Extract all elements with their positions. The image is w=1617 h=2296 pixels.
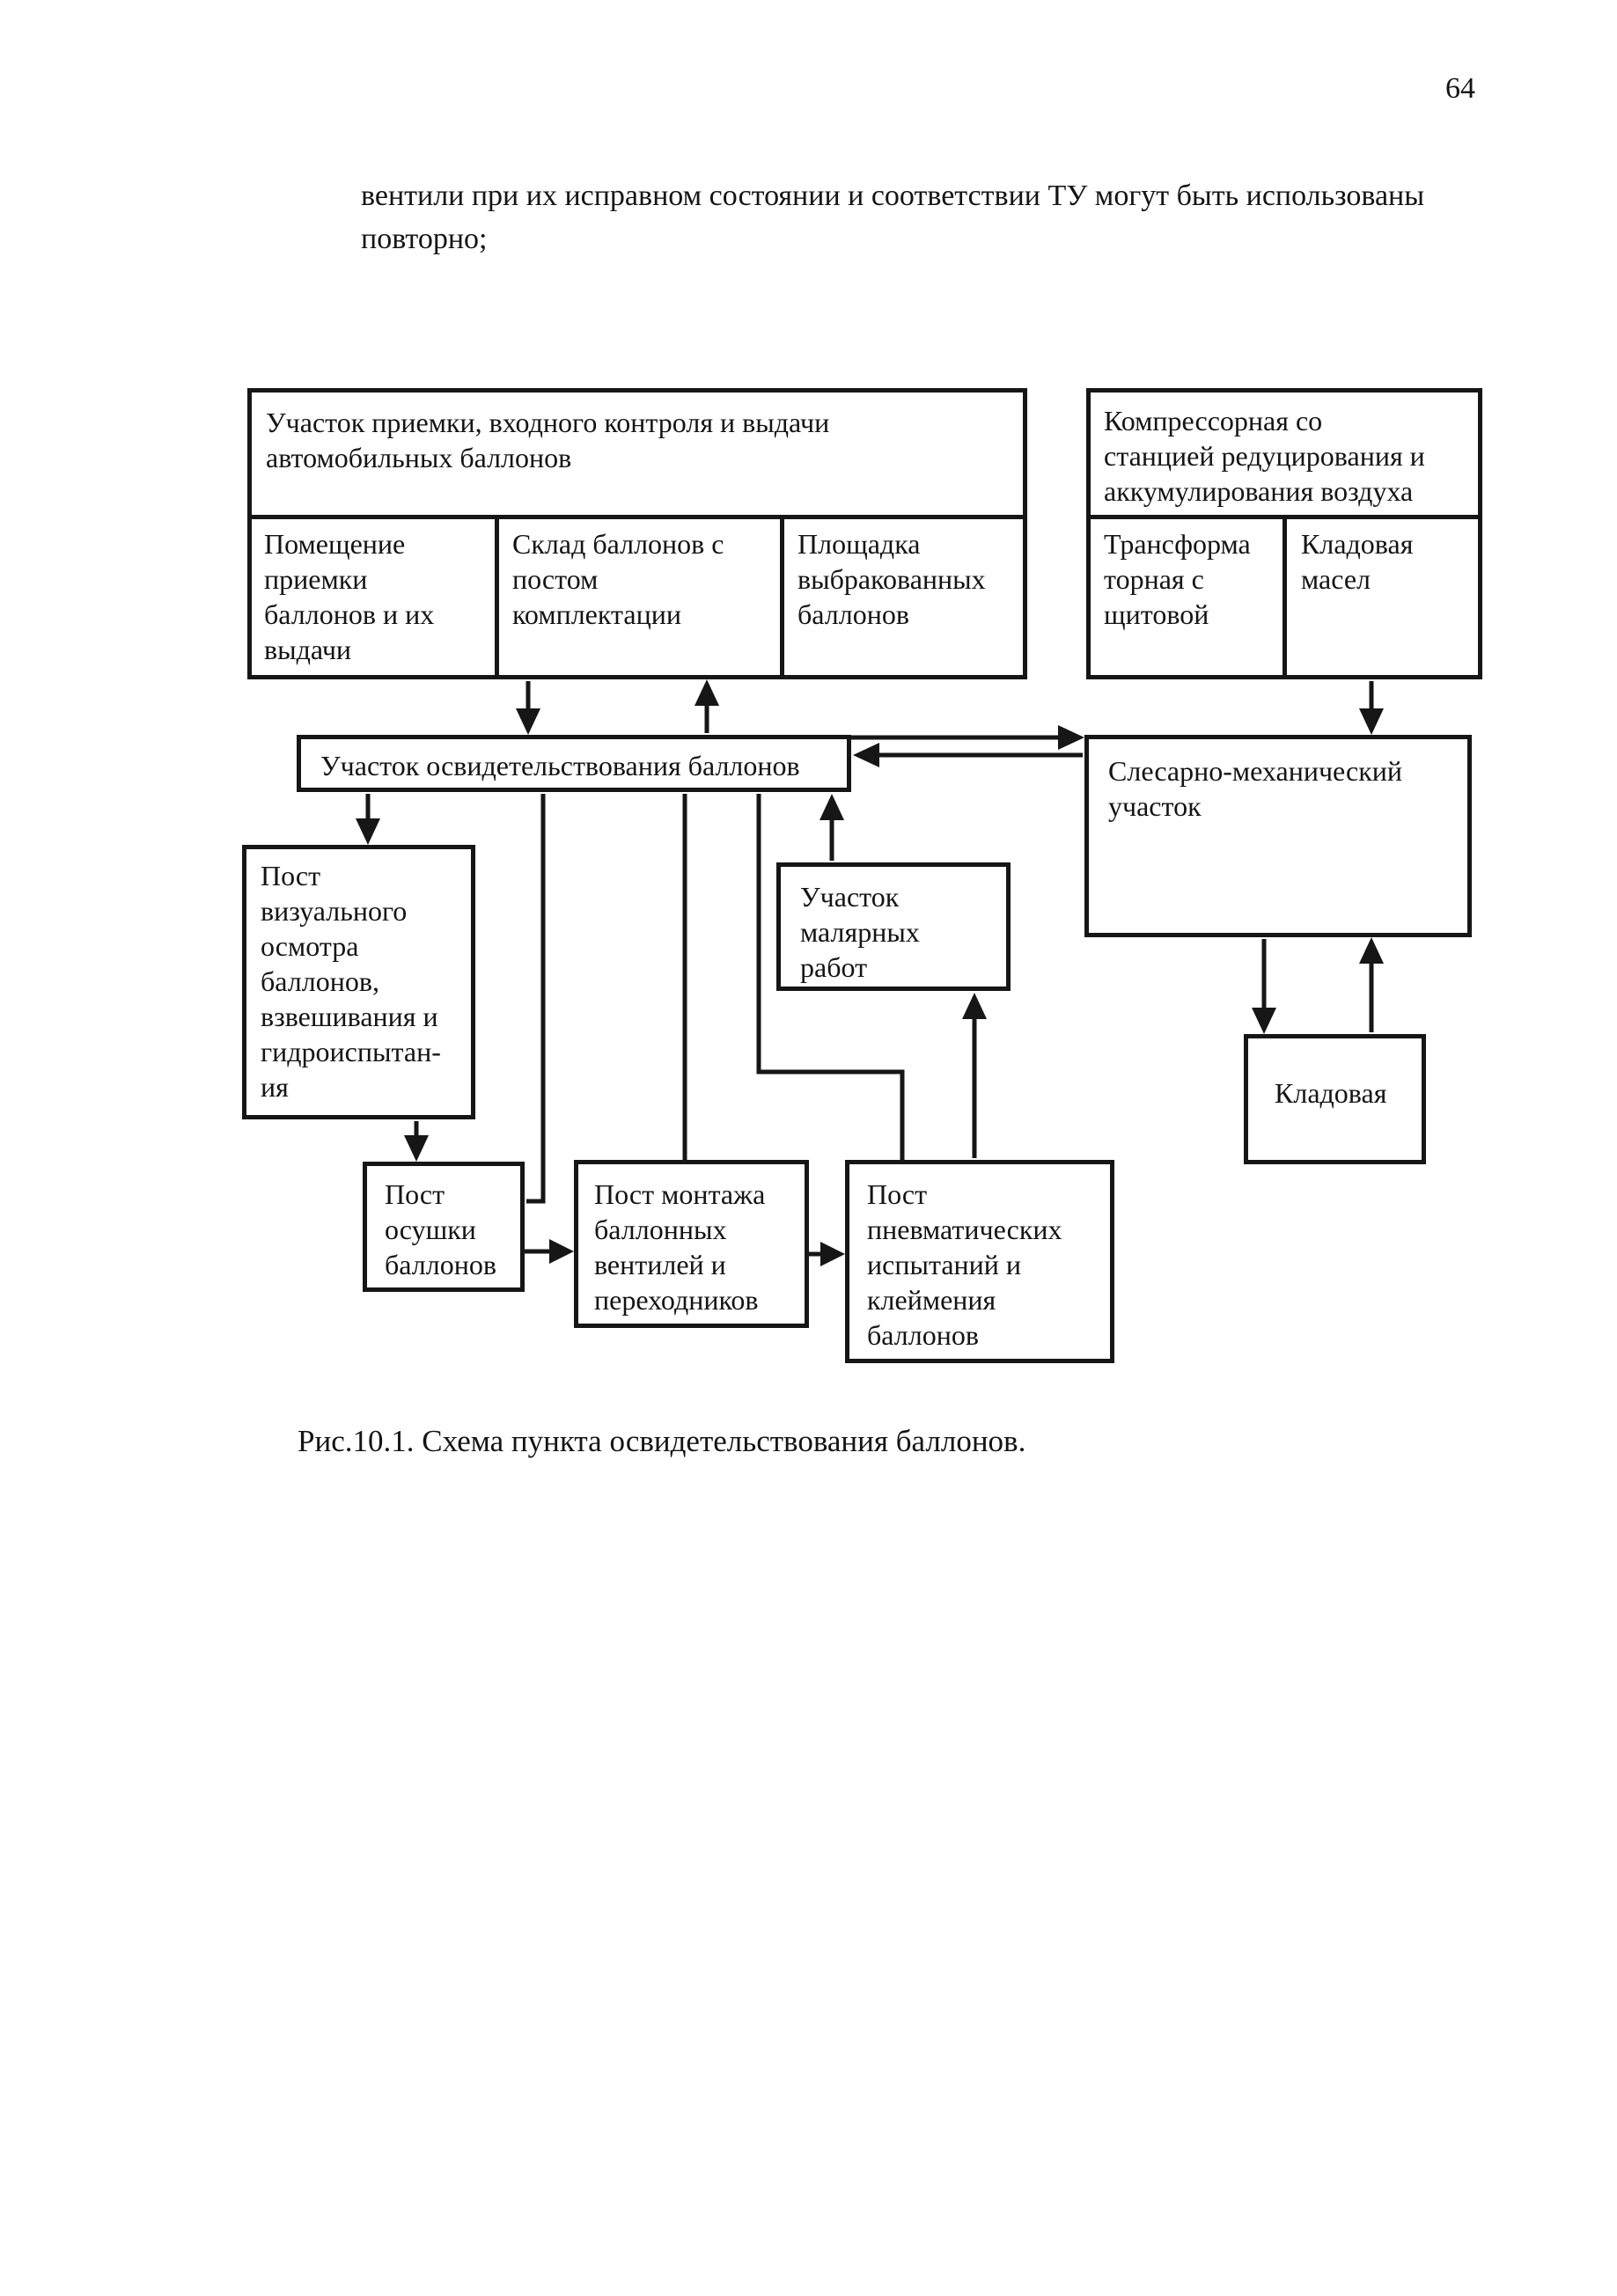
line-inspection-to-drying-post [526,794,546,1204]
drying-post-box: Пост осушки баллонов [363,1162,525,1292]
intro-paragraph: вентили при их исправном состоянии и соо… [361,180,1425,256]
cell-warehouse: Склад баллонов с постом комплектации [512,528,724,630]
cell-reception-room: Помещение приемки баллонов и их выдачи [264,528,435,665]
visual-inspection-post-box: Пост визуального осмотра баллонов, взвеш… [242,845,475,1119]
compressor-area-title: Компрессорная со станцией редуцирования … [1104,405,1425,507]
compressor-divider-vertical [1283,515,1287,679]
figure-caption: Рис.10.1. Схема пункта освидетельствован… [298,1424,1026,1458]
arrow-painting-to-inspection [820,794,844,861]
arrow-inspection-to-mechanical [851,725,1084,750]
mechanical-area-box: Слесарно-механический участок [1084,735,1472,937]
valve-mounting-post-box: Пост монтажа баллонных вентилей и перехо… [574,1160,809,1328]
reception-area-box [247,388,1027,679]
arrow-mounting-to-pneumatic [809,1242,845,1266]
page-number: 64 [1445,72,1475,105]
arrow-drying-to-mounting [525,1239,574,1264]
arrow-mechanical-to-inspection [853,743,1083,767]
reception-divider-vertical-1 [495,515,499,679]
reception-divider-vertical-2 [780,515,784,679]
painting-area-box: Участок малярных работ [776,862,1011,991]
arrow-pneumatic-to-painting [962,993,987,1158]
pneumatic-test-post-box: Пост пневматических испытаний и клеймени… [845,1160,1114,1363]
storeroom-box: Кладовая [1244,1034,1426,1164]
reception-area-title: Участок приемки, входного контроля и выд… [266,407,830,473]
cell-transformer: Трансформа торная с щитовой [1104,528,1251,630]
arrow-visual-to-drying [404,1121,429,1162]
arrow-oil-storage-to-mechanical [1359,681,1384,735]
arrow-warehouse-to-inspection [516,681,540,735]
arrow-storeroom-to-mechanical [1359,937,1384,1032]
arrow-inspection-to-visual-post [356,794,380,845]
cell-rejected-site: Площадка выбракованных баллонов [797,528,986,630]
cell-oil-storage: Кладовая масел [1301,528,1414,595]
reception-divider-horizontal [247,515,1027,519]
arrow-mechanical-to-storeroom [1252,939,1276,1034]
inspection-area-box: Участок освидетельствования баллонов [297,735,851,792]
arrow-inspection-to-warehouse [695,679,719,733]
